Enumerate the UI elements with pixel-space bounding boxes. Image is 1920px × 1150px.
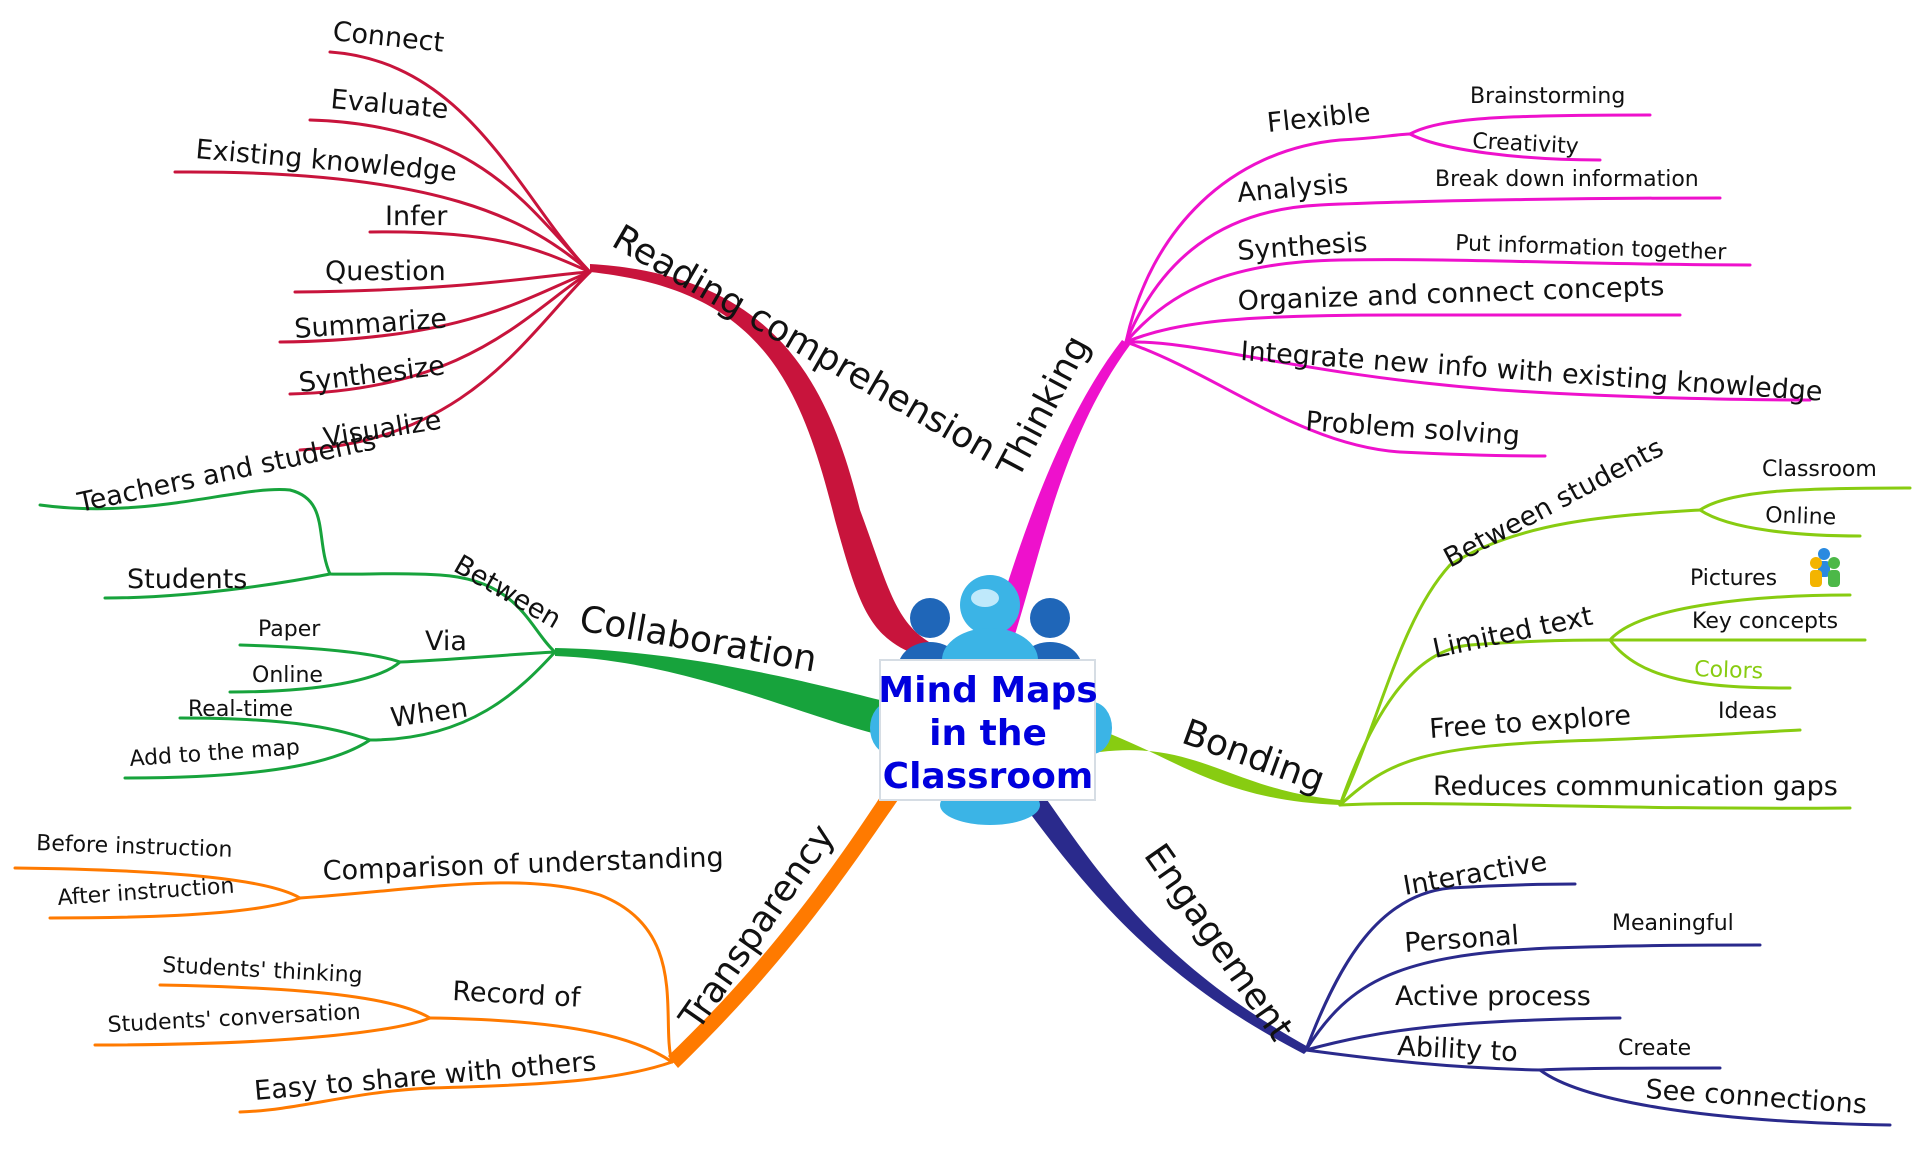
thinking-flexible-item: Brainstorming [1470, 84, 1625, 109]
collaboration-when-item: Add to the map [129, 735, 301, 772]
collaboration-via-label: Via [425, 626, 467, 657]
transparency-comparison-item: Before instruction [36, 831, 233, 863]
branch-reading: Reading comprehension Connect Evaluate E… [173, 16, 1003, 658]
branch-transparency: Transparency Comparison of understanding… [13, 760, 920, 1114]
title-line: Mind Maps [878, 670, 1097, 711]
title-line: in the [929, 713, 1047, 754]
transparency-share: Easy to share with others [253, 1046, 598, 1107]
central-topic: Mind Maps in the Classroom [878, 659, 1098, 801]
engagement-personal-detail: Meaningful [1612, 911, 1734, 936]
bonding-free-detail: Ideas [1718, 699, 1777, 724]
transparency-comparison-item: After instruction [57, 874, 236, 911]
thinking-flexible-label: Flexible [1265, 97, 1372, 139]
engagement-ability-item: See connections [1645, 1074, 1868, 1120]
bonding-limited-item: Colors [1694, 657, 1764, 684]
bonding-reduces: Reduces communication gaps [1433, 771, 1838, 802]
thinking-problem: Problem solving [1305, 406, 1521, 452]
transparency-comparison-label: Comparison of understanding [322, 842, 724, 887]
thinking-flexible-item: Creativity [1472, 129, 1580, 160]
branch-bonding: Bonding Between students Classroom Onlin… [1100, 432, 1912, 810]
reading-item: Infer [385, 201, 448, 232]
title-line: Classroom [883, 756, 1094, 797]
collaboration-between-item: Teachers and students [74, 425, 379, 519]
engagement-personal-label: Personal [1403, 920, 1520, 959]
branch-collaboration: Collaboration Between Teachers and stude… [38, 425, 880, 780]
collaboration-main-branch [555, 648, 880, 735]
thinking-integrate: Integrate new info with existing knowled… [1240, 336, 1824, 408]
reading-item: Summarize [293, 303, 448, 345]
bonding-limited-item: Key concepts [1692, 609, 1838, 634]
reading-item: Existing knowledge [194, 134, 458, 188]
reading-item: Synthesize [297, 350, 447, 399]
reading-main-branch [590, 264, 945, 658]
engagement-ability-item: Create [1618, 1036, 1691, 1061]
transparency-record-label: Record of [452, 976, 583, 1014]
bonding-main-branch [1100, 730, 1340, 805]
reading-label: Reading comprehension [606, 217, 1003, 470]
central-topic-card [879, 659, 1096, 801]
bonding-limited-label: Limited text [1430, 601, 1595, 665]
collaboration-between-item: Students [127, 564, 247, 595]
collaboration-when-label: When [389, 692, 470, 733]
reading-item: Evaluate [329, 84, 449, 125]
thinking-organize: Organize and connect concepts [1237, 271, 1665, 317]
thinking-analysis-detail: Break down information [1435, 167, 1699, 192]
thinking-main-branch [990, 340, 1130, 650]
reading-item: Connect [331, 16, 445, 58]
engagement-active: Active process [1395, 981, 1591, 1012]
engagement-main-branch [1020, 790, 1310, 1054]
bonding-between-item: Online [1765, 503, 1837, 530]
collaboration-via-item: Online [252, 663, 323, 688]
engagement-ability-label: Ability to [1397, 1031, 1519, 1068]
collaboration-when-item: Real-time [188, 697, 293, 722]
bonding-between-item: Classroom [1762, 457, 1877, 482]
reading-item: Question [325, 256, 446, 287]
bonding-free-label: Free to explore [1428, 700, 1632, 745]
engagement-interactive: Interactive [1401, 846, 1550, 902]
transparency-record-item: Students' conversation [107, 1000, 361, 1038]
people-icon [1810, 548, 1840, 587]
thinking-analysis-label: Analysis [1236, 168, 1350, 209]
transparency-record-item: Students' thinking [162, 953, 364, 988]
transparency-main-branch [668, 760, 920, 1068]
collaboration-via-item: Paper [258, 617, 321, 642]
branch-engagement: Engagement Interactive Personal Meaningf… [1020, 790, 1892, 1127]
bonding-limited-item: Pictures [1690, 566, 1777, 591]
collaboration-between-label: Between [449, 549, 567, 635]
